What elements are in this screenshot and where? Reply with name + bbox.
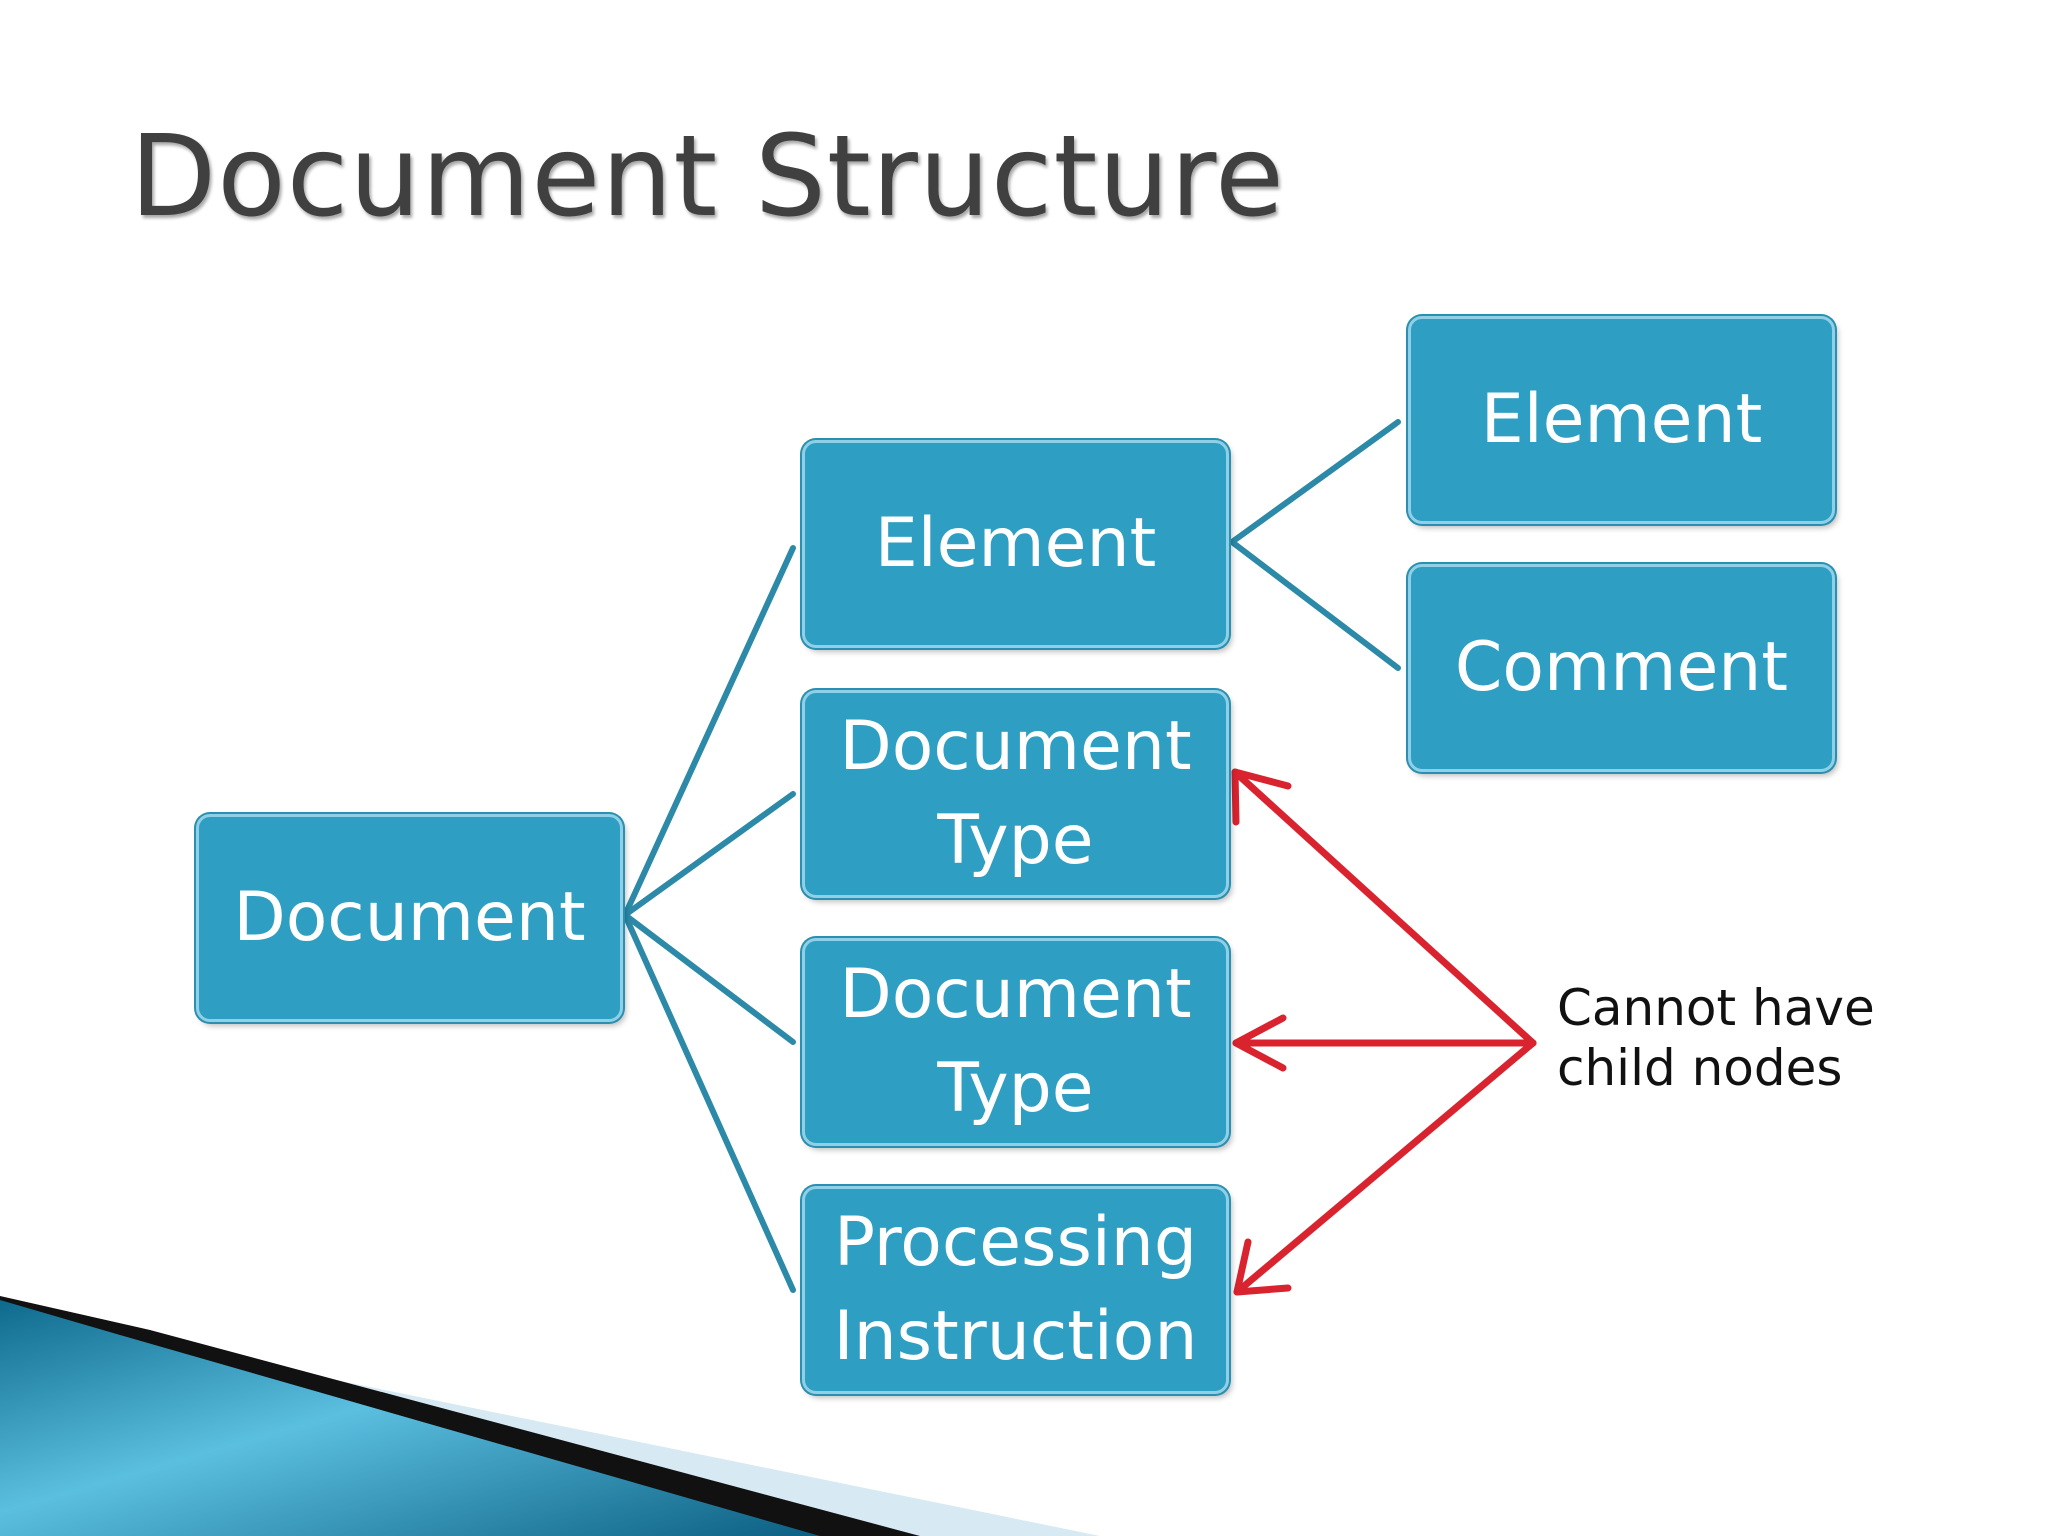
connector-document-processing [622, 912, 796, 1293]
node-element-right: Element [1408, 316, 1835, 524]
node-document-label: Document [233, 878, 586, 957]
arrow-head-doctype-2 [1232, 1014, 1287, 1072]
arrow-to-processing [1233, 1039, 1537, 1296]
connector-element-comment [1229, 539, 1401, 671]
node-element-middle-label: Element [874, 504, 1157, 583]
corner-blue-band [0, 1300, 820, 1536]
arrow-head-doctype-1 [1231, 768, 1292, 826]
node-comment-label: Comment [1454, 628, 1789, 707]
annotation-text: Cannot have child nodes [1557, 979, 1875, 1097]
node-processing-instruction-label: Processing Instruction [833, 1203, 1198, 1376]
connector-document-element [622, 545, 796, 918]
node-document: Document [196, 814, 623, 1022]
node-document-type-1: Document Type [802, 690, 1229, 898]
node-processing-instruction: Processing Instruction [802, 1186, 1229, 1394]
node-element-middle: Element [802, 440, 1229, 648]
connector-document-doctype-2 [622, 912, 796, 1045]
arrow-head-processing [1233, 1238, 1292, 1296]
node-comment: Comment [1408, 564, 1835, 772]
node-document-type-1-label: Document Type [839, 707, 1192, 880]
node-document-type-2-label: Document Type [839, 955, 1192, 1128]
arrow-to-doctype-1 [1231, 768, 1537, 1047]
connector-document-doctype-1 [622, 791, 796, 918]
node-element-right-label: Element [1480, 380, 1763, 459]
connector-element-element [1229, 419, 1401, 545]
node-document-type-2: Document Type [802, 938, 1229, 1146]
page-title: Document Structure [130, 112, 1285, 242]
